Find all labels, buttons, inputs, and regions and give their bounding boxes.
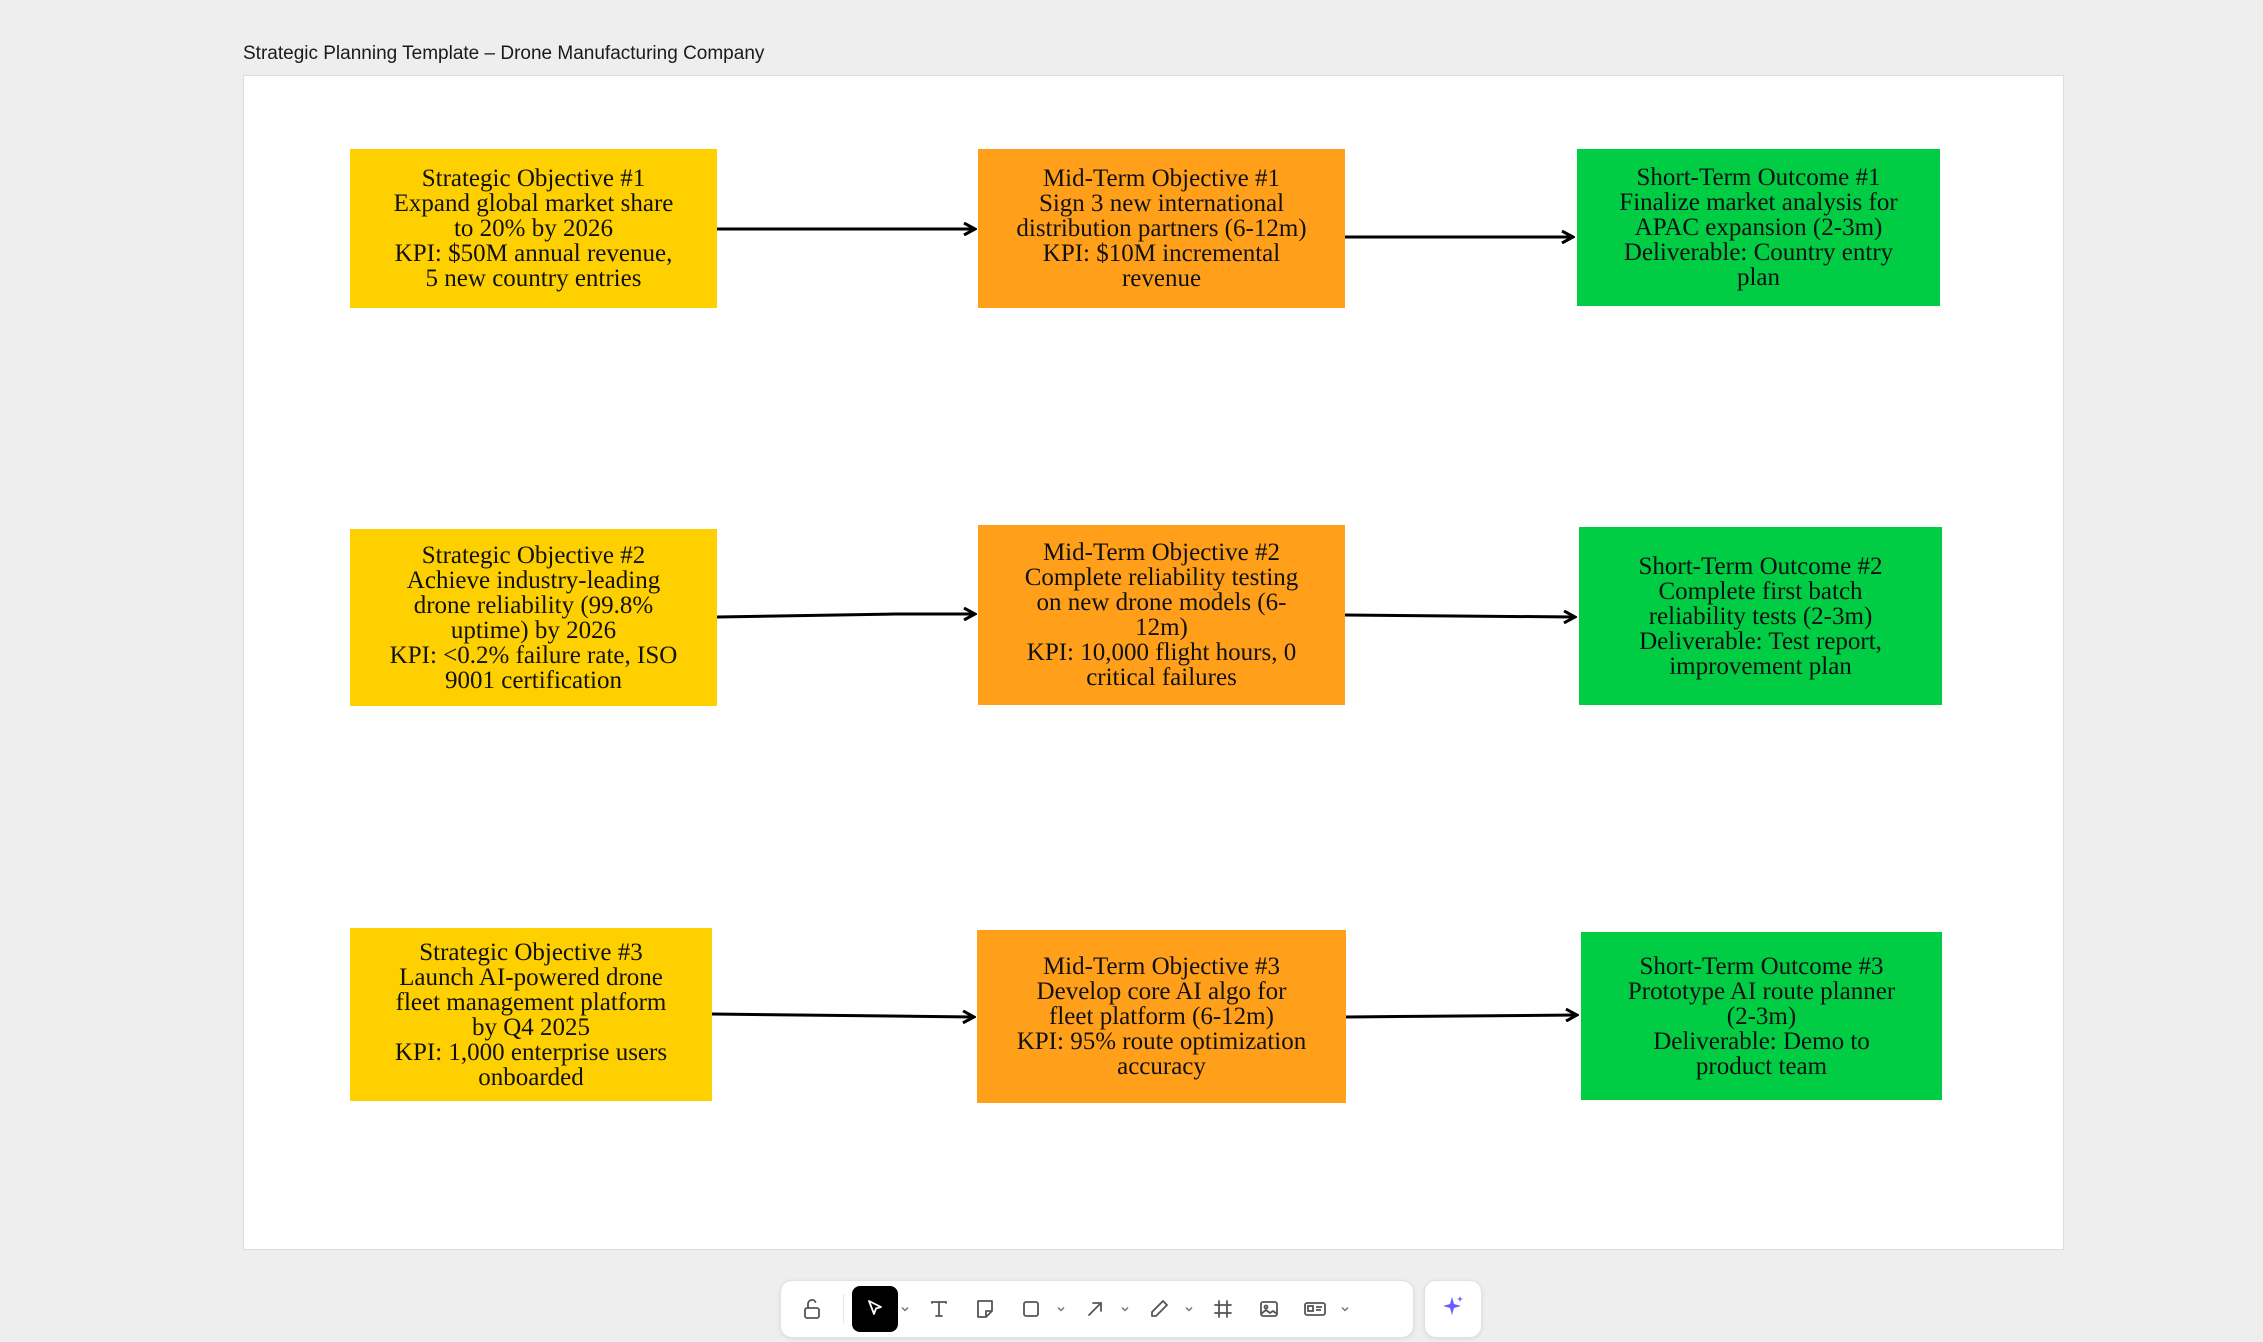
strategic-objective-2-card[interactable]: Strategic Objective #2 Achieve industry-… — [350, 529, 717, 706]
short-term-outcome-2-card[interactable]: Short-Term Outcome #2 Complete first bat… — [1579, 527, 1942, 705]
card-line: Mid-Term Objective #2 — [1042, 539, 1281, 566]
card-line: uptime) by 2026 — [450, 616, 617, 644]
card-line: by Q4 2025 — [471, 1013, 591, 1041]
card-line: KPI: $10M incremental — [1042, 240, 1281, 267]
card-line: plan — [1736, 264, 1781, 291]
rectangle-icon[interactable] — [1008, 1286, 1054, 1332]
card-line: Short-Term Outcome #1 — [1636, 164, 1881, 191]
card-line: Develop core AI algo for — [1036, 978, 1287, 1005]
embed-dropdown-chevron-icon[interactable] — [1338, 1286, 1352, 1332]
card-line: Mid-Term Objective #3 — [1042, 953, 1281, 980]
card-line: fleet management platform — [395, 988, 667, 1016]
card-line: improvement plan — [1669, 652, 1852, 680]
card-line: onboarded — [478, 1063, 584, 1091]
mid-term-objective-2-card[interactable]: Mid-Term Objective #2 Complete reliabili… — [978, 525, 1345, 705]
card-line: Short-Term Outcome #3 — [1639, 952, 1884, 980]
image-icon[interactable] — [1246, 1286, 1292, 1332]
card-line: (2-3m) — [1726, 1002, 1797, 1030]
card-line: Achieve industry-leading — [406, 566, 661, 594]
card-line: product team — [1695, 1052, 1828, 1080]
card-line: Strategic Objective #2 — [421, 541, 646, 569]
card-line: distribution partners (6-12m) — [1016, 215, 1307, 242]
embed-icon[interactable] — [1292, 1286, 1338, 1332]
card-line: KPI: 95% route optimization — [1016, 1028, 1307, 1055]
card-line: Deliverable: Test report, — [1639, 627, 1882, 655]
card-line: Complete first batch — [1658, 577, 1863, 605]
card-line: KPI: $50M annual revenue, — [394, 240, 673, 267]
ai-assistant-button[interactable] — [1424, 1280, 1482, 1338]
toolbar-divider — [843, 1294, 844, 1324]
bottom-toolbar — [780, 1280, 1414, 1338]
card-line: Mid-Term Objective #1 — [1042, 165, 1281, 192]
lock-icon[interactable] — [789, 1286, 835, 1332]
arrow-icon[interactable] — [1072, 1286, 1118, 1332]
card-line: fleet platform (6-12m) — [1049, 1003, 1274, 1030]
card-line: reliability tests (2-3m) — [1648, 602, 1873, 630]
card-line: Strategic Objective #1 — [421, 165, 646, 192]
card-line: Sign 3 new international — [1038, 190, 1285, 217]
card-line: KPI: 1,000 enterprise users — [394, 1038, 668, 1066]
card-line: Launch AI-powered drone — [399, 963, 663, 991]
card-line: Complete reliability testing — [1024, 564, 1299, 591]
short-term-outcome-1-card[interactable]: Short-Term Outcome #1 Finalize market an… — [1577, 149, 1940, 306]
card-line: revenue — [1121, 265, 1202, 292]
card-line: Strategic Objective #3 — [419, 938, 643, 966]
short-term-outcome-3-card[interactable]: Short-Term Outcome #3 Prototype AI route… — [1581, 932, 1942, 1100]
pen-icon[interactable] — [1136, 1286, 1182, 1332]
card-line: KPI: 10,000 flight hours, 0 — [1026, 639, 1297, 666]
card-line: Short-Term Outcome #2 — [1638, 552, 1883, 580]
card-line: to 20% by 2026 — [453, 215, 614, 242]
sticky-note-icon[interactable] — [962, 1286, 1008, 1332]
text-icon[interactable] — [916, 1286, 962, 1332]
card-line: 9001 certification — [444, 666, 622, 694]
mid-term-objective-3-card[interactable]: Mid-Term Objective #3 Develop core AI al… — [977, 930, 1346, 1103]
strategic-objective-1-card[interactable]: Strategic Objective #1 Expand global mar… — [350, 149, 717, 308]
card-line: Finalize market analysis for — [1619, 189, 1898, 216]
card-line: on new drone models (6- — [1036, 589, 1287, 616]
card-line: Prototype AI route planner — [1627, 977, 1896, 1005]
strategic-objective-3-card[interactable]: Strategic Objective #3 Launch AI-powered… — [350, 928, 712, 1101]
card-line: KPI: <0.2% failure rate, ISO — [389, 641, 678, 669]
card-line: Deliverable: Country entry — [1623, 239, 1894, 266]
select-dropdown-chevron-icon[interactable] — [898, 1286, 912, 1332]
card-line: critical failures — [1086, 664, 1237, 691]
shape-dropdown-chevron-icon[interactable] — [1054, 1286, 1068, 1332]
card-line: Deliverable: Demo to — [1653, 1027, 1870, 1055]
card-line: 5 new country entries — [425, 265, 642, 292]
sparkle-icon — [1440, 1294, 1466, 1325]
frame-title[interactable]: Strategic Planning Template – Drone Manu… — [243, 43, 765, 64]
card-line: 12m) — [1135, 614, 1188, 641]
pen-dropdown-chevron-icon[interactable] — [1182, 1286, 1196, 1332]
card-line: accuracy — [1117, 1053, 1206, 1080]
frame-icon[interactable] — [1200, 1286, 1246, 1332]
card-line: Expand global market share — [393, 190, 674, 217]
arrow-dropdown-chevron-icon[interactable] — [1118, 1286, 1132, 1332]
select-icon[interactable] — [852, 1286, 898, 1332]
card-line: APAC expansion (2-3m) — [1634, 214, 1883, 241]
mid-term-objective-1-card[interactable]: Mid-Term Objective #1 Sign 3 new interna… — [978, 149, 1345, 308]
card-line: drone reliability (99.8% — [413, 591, 654, 619]
